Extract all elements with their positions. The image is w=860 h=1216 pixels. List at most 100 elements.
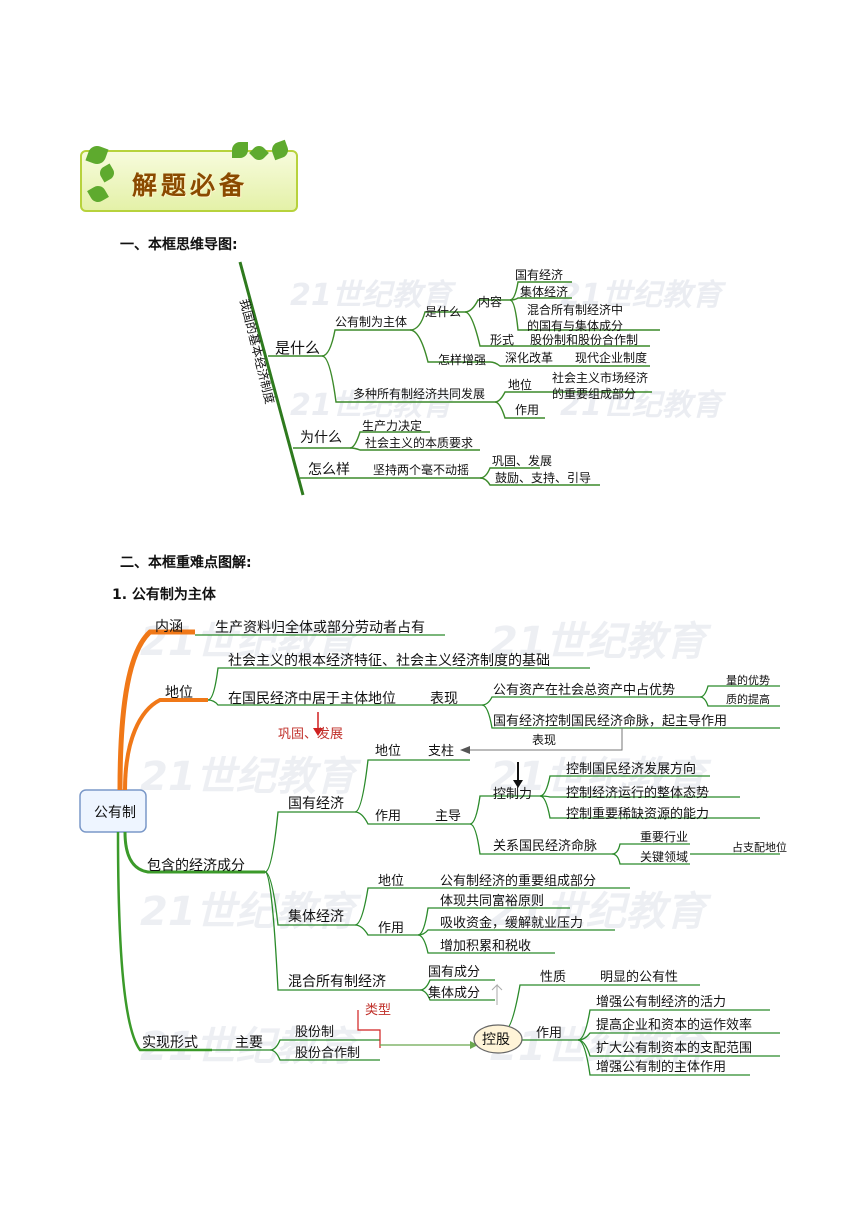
- arrow-down-icon: [513, 780, 523, 788]
- node-quantity: 量的优势: [726, 673, 770, 687]
- node-quality: 质的提高: [726, 692, 770, 706]
- root-node-box: [79, 789, 147, 833]
- watermark: 21世纪教育 21世纪教育 21世纪教育 21世纪教育: [290, 278, 727, 423]
- node-mixed2: 的国有与集体成分: [527, 318, 623, 333]
- arrow-down-icon: [313, 728, 323, 736]
- section1-heading: 一、本框思维导图:: [120, 237, 238, 253]
- section2-sub: 1. 公有制为主体: [112, 587, 216, 603]
- section2-heading: 二、本框重难点图解:: [120, 555, 252, 571]
- svg-text:21世纪教育: 21世纪教育: [490, 754, 712, 800]
- node-forms: 实现形式: [142, 1035, 198, 1051]
- node-state-role: 作用: [375, 809, 401, 824]
- svg-text:21世纪教育: 21世纪教育: [140, 889, 362, 935]
- node-why1: 生产力决定: [362, 418, 422, 433]
- node-cr1: 体现共同富裕原则: [440, 893, 544, 909]
- node-man2: 国有经济控制国民经济命脉，起主导作用: [493, 713, 727, 729]
- node-consolidate: 巩固、发展: [278, 726, 343, 742]
- banner-title: 解题必备: [132, 171, 249, 200]
- leaf-icon: [232, 142, 248, 158]
- node-control: 控制力: [493, 787, 532, 802]
- node-pos2: 在国民经济中居于主体地位: [228, 691, 396, 707]
- node-public-main: 公有制为主体: [335, 315, 407, 329]
- arrow-left-icon: [460, 746, 470, 754]
- node-col-part: 集体成分: [428, 985, 480, 1001]
- node-content: 内容: [478, 294, 502, 309]
- node-cr2: 吸收资金，缓解就业压力: [440, 915, 583, 931]
- node-status-val1: 社会主义市场经济: [552, 370, 648, 385]
- node-state-part: 国有成分: [428, 965, 480, 980]
- node-connotation: 内涵: [155, 619, 183, 635]
- node-cr3: 增加积累和税收: [440, 939, 531, 954]
- svg-text:21世纪教育: 21世纪教育: [490, 1024, 712, 1070]
- node-h3: 扩大公有制资本的支配范围: [596, 1040, 752, 1056]
- node-status-val2: 的重要组成部分: [552, 386, 636, 401]
- node-connotation-val: 生产资料归全体或部分劳动者占有: [215, 619, 425, 636]
- holding-node-shape: [473, 1024, 523, 1054]
- svg-text:21世纪教育: 21世纪教育: [560, 388, 727, 423]
- node-deepen: 深化改革: [505, 351, 553, 365]
- node-dominant: 占支配地位: [732, 840, 787, 854]
- node-c1: 控制国民经济发展方向: [566, 761, 696, 777]
- svg-text:21世纪教育: 21世纪教育: [490, 619, 712, 665]
- node-h1: 增强公有制经济的活力: [596, 994, 726, 1010]
- node-how: 怎么样: [308, 462, 350, 478]
- node-holding: 控股: [482, 1032, 510, 1048]
- node-manifest2: 表现: [532, 733, 556, 747]
- node-col-role: 作用: [378, 921, 404, 936]
- node-what: 是什么: [275, 339, 320, 357]
- node-pillar: 支柱: [428, 744, 454, 759]
- node-state-pos: 地位: [375, 744, 401, 759]
- node-c3: 控制重要稀缺资源的能力: [566, 806, 709, 822]
- watermark: 21世纪教育 21世纪教育 21世纪教育 21世纪教育 21世纪教育 21世纪教…: [140, 619, 712, 1070]
- svg-text:21世纪教育: 21世纪教育: [290, 278, 457, 313]
- svg-text:21世纪教育: 21世纪教育: [140, 619, 362, 665]
- node-what2: 是什么: [425, 305, 461, 319]
- svg-text:21世纪教育: 21世纪教育: [560, 278, 727, 313]
- node-manifest: 表现: [430, 691, 458, 707]
- node-status: 地位: [508, 377, 532, 392]
- node-nature-val: 明显的公有性: [600, 969, 678, 985]
- node-hold-role: 作用: [536, 1026, 562, 1041]
- node-components: 包含的经济成分: [147, 858, 245, 874]
- node-mixed1: 混合所有制经济中: [527, 302, 623, 317]
- trunk-position: [123, 698, 208, 791]
- node-h4: 增强公有制的主体作用: [596, 1059, 726, 1075]
- arrow-up-icon: [491, 983, 503, 1005]
- node-state: 国有经济: [515, 267, 563, 282]
- node-strengthen: 怎样增强: [438, 352, 486, 367]
- node-c2: 控制经济运行的整体态势: [566, 785, 709, 801]
- section-banner: 解题必备: [80, 139, 298, 212]
- svg-text:21世纪教育: 21世纪教育: [490, 889, 712, 935]
- node-how-main: 坚持两个毫不动摇: [373, 462, 469, 477]
- node-collective: 集体经济: [288, 908, 344, 925]
- node-mixed: 混合所有制经济: [288, 974, 386, 990]
- node-col-pos-val: 公有制经济的重要组成部分: [440, 873, 596, 889]
- node-man1: 公有资产在社会总资产中占优势: [493, 682, 675, 698]
- node-multi: 多种所有制经济共同发展: [353, 386, 485, 401]
- trunk-forms: [116, 831, 212, 1052]
- node-col-pos: 地位: [378, 874, 404, 889]
- node-how2: 鼓励、支持、引导: [495, 470, 591, 485]
- node-modern: 现代企业制度: [575, 350, 647, 365]
- node-how1: 巩固、发展: [492, 453, 552, 468]
- svg-text:21世纪教育: 21世纪教育: [290, 388, 457, 423]
- node-collective: 集体经济: [520, 284, 568, 299]
- manifest-connector: [470, 728, 623, 751]
- node-form: 形式: [490, 333, 514, 347]
- map2-branches: [195, 634, 780, 1076]
- node-leading: 主导: [435, 809, 461, 824]
- arrow-right-icon: [470, 1041, 478, 1049]
- node-main: 主要: [235, 1035, 263, 1051]
- node-key-industry: 重要行业: [640, 830, 688, 844]
- trunk-components: [123, 831, 265, 874]
- node-why: 为什么: [300, 430, 342, 446]
- trunk-connotation: [117, 629, 195, 791]
- node-h2: 提高企业和资本的运作效率: [596, 1017, 752, 1033]
- type-bracket: [357, 1010, 381, 1048]
- svg-text:21世纪教育: 21世纪教育: [140, 754, 362, 800]
- node-type: 类型: [365, 1003, 391, 1018]
- node-pos1: 社会主义的根本经济特征、社会主义经济制度的基础: [228, 652, 550, 669]
- root-node: 公有制: [94, 805, 136, 821]
